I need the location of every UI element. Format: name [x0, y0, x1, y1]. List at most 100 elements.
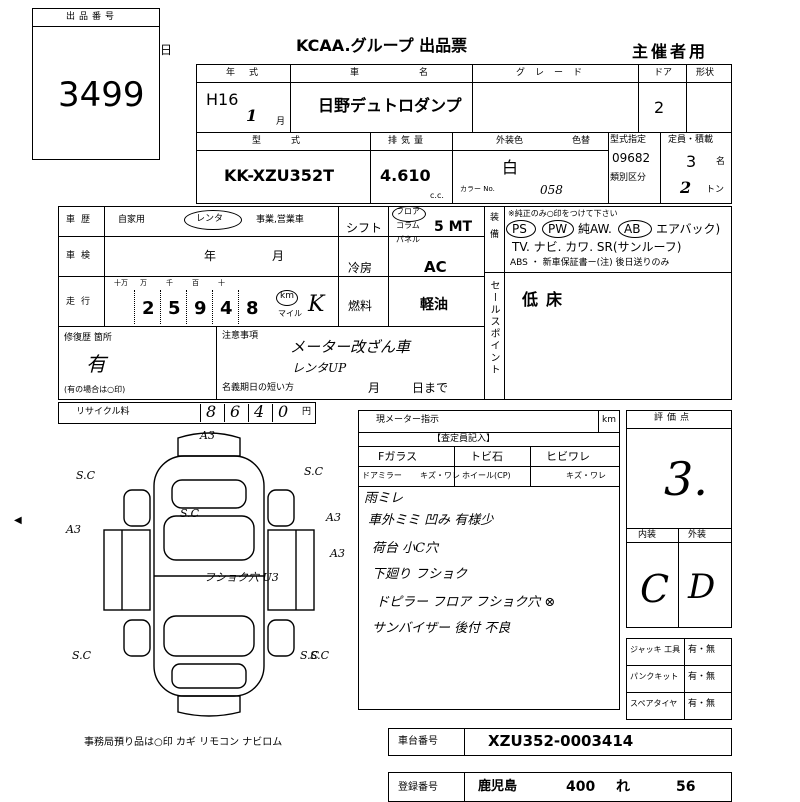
tool-value: 有・無	[688, 699, 716, 709]
equip-line2: TV. ナビ. カワ. SR(サンルーフ)	[512, 240, 682, 254]
chassis-box	[388, 728, 732, 756]
shift-value: 5 MT	[434, 219, 473, 235]
appraiser-box	[358, 410, 620, 710]
interior-label: 内装	[638, 530, 657, 540]
title-month-unit: 月	[368, 381, 381, 395]
registration-kana: れ	[616, 779, 630, 795]
caution-label: 注意事項	[222, 331, 259, 341]
recycle-digit: 6	[230, 402, 241, 421]
organizer-label: 主催者用	[632, 42, 709, 61]
grade-value: 3.	[664, 452, 708, 506]
cell-wheel: ホイール(CP)	[462, 471, 511, 480]
month-value: 1	[246, 106, 258, 125]
equip-aw: 純AW.	[578, 222, 612, 236]
equip-ab: AB	[624, 222, 641, 236]
registration-number: 56	[676, 779, 696, 795]
mileage-label: 走行	[66, 297, 97, 307]
vehicle-name: 日野デュトロダンプ	[318, 96, 462, 115]
history-rental: レンタ	[196, 214, 224, 224]
equip-label: 装備	[488, 212, 498, 246]
sales-point-label: セールスポイント	[488, 280, 499, 376]
mileage-digit: 4	[220, 298, 233, 319]
capacity-persons: 3	[686, 152, 697, 171]
mileage-digit: 9	[194, 298, 207, 319]
equip-ab-circle	[618, 220, 652, 238]
tool-value: 有・無	[688, 672, 716, 682]
inspection-year-unit: 年	[204, 249, 217, 263]
capacity-load: 2	[680, 178, 692, 197]
inspection-month-unit: 月	[272, 249, 285, 263]
displacement-value: 4.610	[380, 166, 431, 185]
damage-mark: S.C	[310, 649, 330, 662]
shape-label: 形状	[696, 68, 715, 78]
registration-place: 鹿児島	[478, 779, 518, 794]
color-code-label: カラー No.	[460, 185, 495, 193]
exterior-value: D	[688, 567, 716, 607]
equip-ps: PS	[512, 222, 527, 236]
month-unit: 月	[276, 117, 286, 127]
appraiser-note: サンバイザー 後付 不良	[372, 621, 511, 636]
recycle-digit: 4	[254, 402, 265, 421]
tool-label: パンクキット	[630, 672, 679, 681]
year-value: H16	[206, 90, 239, 109]
appraiser-note: 雨ミレ	[364, 491, 404, 506]
damage-mark: S.C	[76, 469, 96, 482]
damage-mark: S.C	[72, 649, 92, 662]
registration-class: 400	[566, 779, 596, 795]
model-value: KK-XZU352T	[224, 166, 334, 185]
doors-value: 2	[654, 98, 665, 117]
km-circle	[276, 290, 298, 306]
keys-note: 事務局預り品は○印 カギ リモコン ナビロム	[84, 737, 283, 748]
title-day-unit: 日まで	[412, 381, 449, 395]
mileage-digit: 2	[142, 298, 155, 319]
caution-line1: メーター改ざん車	[290, 338, 411, 356]
appraiser-note: ドピラー フロア フショク穴 ⊗	[376, 595, 556, 610]
cell-crack: ヒビワレ	[546, 450, 590, 463]
grade-box	[626, 410, 732, 628]
recycle-digit: 0	[278, 402, 289, 421]
cell-fglass: Fガラス	[378, 450, 418, 463]
tool-label: ジャッキ 工具	[630, 645, 681, 654]
persons-unit: 名	[716, 157, 726, 167]
displacement-label: 排気量	[388, 136, 428, 146]
mileage-digit-header: 千	[166, 279, 173, 287]
recycle-label: リサイクル料	[76, 407, 130, 417]
mileage-digit: 8	[246, 298, 259, 319]
tools-box	[626, 638, 732, 720]
vehicle-diagram	[103, 432, 315, 717]
lot-number-value: 3499	[58, 75, 145, 115]
shift-opt-column: コラム	[396, 221, 420, 230]
shift-opt-floor: フロア	[396, 207, 420, 216]
history-rental-circle	[184, 210, 242, 230]
recycle-fee-box	[58, 402, 316, 424]
history-business: 事業,営業車	[256, 215, 304, 225]
exterior-label: 外装	[688, 530, 707, 540]
tool-label: スペアタイヤ	[630, 699, 678, 708]
equip-pw: PW	[548, 222, 568, 236]
mileage-cross-mark: K	[308, 292, 325, 317]
interior-value: C	[640, 567, 670, 611]
form-title: KCAA.グループ 出品票	[296, 36, 468, 55]
cc-unit: c.c.	[430, 191, 444, 200]
corner-mark: 日	[160, 43, 173, 57]
damage-mark: A3	[330, 547, 345, 560]
damage-mark: A3	[326, 511, 341, 524]
recycle-unit: 円	[302, 407, 312, 417]
repair-label: 修復歴 箇所	[64, 333, 112, 343]
history-private: 自家用	[118, 215, 146, 225]
appraiser-header: 【査定員記入】	[432, 434, 496, 444]
left-arrow-icon: ◀	[14, 515, 22, 526]
cell-scratch2: キズ・ワレ	[566, 471, 606, 480]
category-label: 類別区分	[610, 173, 647, 183]
damage-mark: S.C	[300, 649, 320, 662]
tool-value: 有・無	[688, 645, 716, 655]
unit-km: km	[280, 291, 294, 301]
shift-opt-panel: パネル	[396, 235, 420, 244]
spec-table	[58, 206, 732, 400]
ac-value: AC	[424, 258, 447, 276]
grade-label: グレード	[516, 68, 593, 78]
mileage-digit-header: 十	[218, 279, 225, 287]
mileage-digit-header: 百	[192, 279, 199, 287]
damage-mark: S.C	[304, 465, 324, 478]
repair-note: (有の場合は○印)	[64, 385, 126, 394]
